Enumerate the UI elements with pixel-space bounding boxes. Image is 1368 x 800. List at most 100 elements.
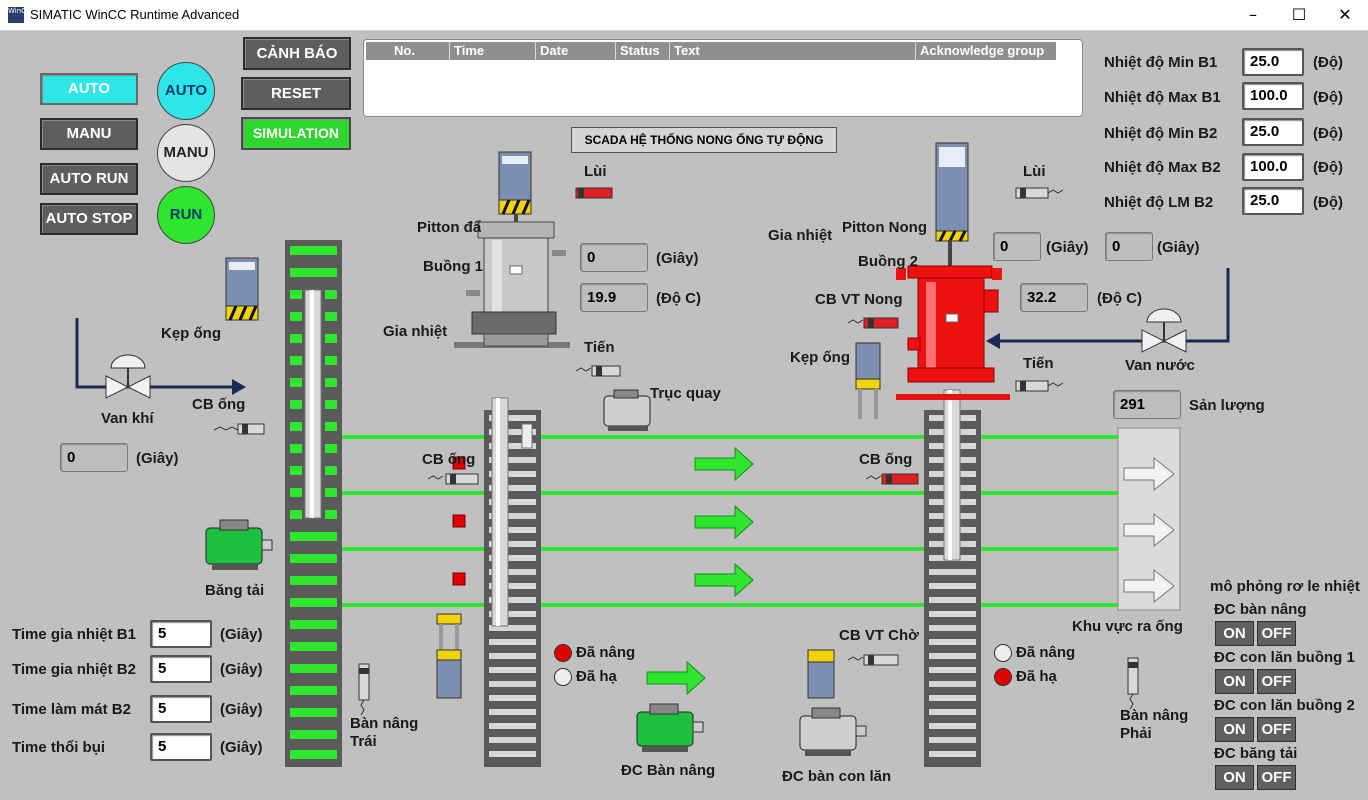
window-title: SIMATIC WinCC Runtime Advanced [30, 7, 240, 22]
relay-con-lan-1-off-button[interactable]: OFF [1257, 669, 1296, 694]
setpoint-min-b1-input[interactable]: 25.0 [1242, 48, 1304, 76]
timer-label: Time làm mát B2 [12, 701, 131, 718]
da-ha-lamp-2 [994, 668, 1012, 686]
setpoint-max-b1-input[interactable]: 100.0 [1242, 82, 1304, 110]
relay-ban-nang-off-button[interactable]: OFF [1257, 621, 1296, 646]
reset-button[interactable]: RESET [241, 77, 351, 110]
setpoint-max-b2-input[interactable]: 100.0 [1242, 153, 1304, 181]
manu-button[interactable]: MANU [40, 118, 138, 150]
setpoint-lm-b2-input[interactable]: 25.0 [1242, 187, 1304, 215]
auto-run-button[interactable]: AUTO RUN [40, 163, 138, 195]
lui-2-label: Lùi [1023, 163, 1046, 180]
relay-con-lan-2-on-button[interactable]: ON [1215, 717, 1254, 742]
time-lam-mat-b2-input[interactable]: 5 [150, 695, 212, 723]
alarm-col-date[interactable]: Date [536, 42, 616, 60]
buong-2-time2-field[interactable]: 0 [1105, 232, 1153, 261]
alarm-col-time[interactable]: Time [450, 42, 536, 60]
alarm-col-status[interactable]: Status [616, 42, 670, 60]
cylinder-pitton-day [498, 151, 532, 215]
buong-1-temp-unit: (Độ C) [656, 290, 701, 307]
da-ha-label-2: Đã hạ [1016, 668, 1057, 685]
relay-ban-nang-on-button[interactable]: ON [1215, 621, 1254, 646]
da-ha-lamp [554, 668, 572, 686]
sensor-lui-1 [575, 187, 613, 199]
close-icon[interactable]: ✕ [1338, 5, 1352, 24]
buong-1-time-unit: (Giây) [656, 250, 699, 267]
chamber-1 [454, 214, 570, 348]
motor-dc-ban-con-lan [799, 707, 867, 756]
san-luong-field[interactable]: 291 [1113, 390, 1181, 419]
time-gia-nhiet-b2-input[interactable]: 5 [150, 655, 212, 683]
buong-1-time-field[interactable]: 0 [580, 243, 648, 272]
setpoint-min-b2-input[interactable]: 25.0 [1242, 118, 1304, 146]
van-khi-timer-field[interactable]: 0 [60, 443, 128, 472]
setpoint-unit: (Độ) [1313, 89, 1343, 106]
setpoint-label: Nhiệt độ Min B1 [1104, 54, 1218, 71]
relay-bang-tai-off-button[interactable]: OFF [1257, 765, 1296, 790]
da-nang-label-2: Đã nâng [1016, 644, 1076, 661]
minimize-icon[interactable]: – [1249, 5, 1257, 24]
kep-ong-label: Kẹp ống [161, 325, 221, 342]
gia-nhiet-1-label: Gia nhiệt [383, 323, 448, 340]
da-nang-lamp-2 [994, 644, 1012, 662]
relay-con-lan-2-off-button[interactable]: OFF [1257, 717, 1296, 742]
relay-group-label: ĐC con lăn buồng 1 [1214, 649, 1355, 666]
buong-1-temp-field[interactable]: 19.9 [580, 283, 648, 312]
buong-2-temp-unit: (Độ C) [1097, 290, 1142, 307]
screen-title: SCADA HỆ THỐNG NONG ỐNG TỰ ĐỘNG [571, 127, 837, 153]
maximize-icon[interactable]: ☐ [1291, 5, 1307, 24]
buong-2-temp-field[interactable]: 32.2 [1020, 283, 1088, 312]
khu-vuc-ra-ong-label: Khu vực ra ống [1072, 618, 1183, 635]
buong-2-time2-unit: (Giây) [1157, 239, 1200, 256]
sensor-ban-nang-phai [1127, 657, 1139, 710]
alarm-view[interactable]: No. Time Date Status Text Acknowledge gr… [363, 39, 1083, 117]
tien-2-label: Tiến [1023, 355, 1054, 372]
sensor-cb-ong-right [865, 473, 919, 485]
setpoint-unit: (Độ) [1313, 125, 1343, 142]
chamber-2 [896, 240, 1010, 400]
auto-button[interactable]: AUTO [40, 73, 138, 105]
san-luong-label: Sản lượng [1189, 397, 1265, 414]
cb-vt-cho-label: CB VT Chờ [839, 627, 919, 644]
gia-nhiet-2-label: Gia nhiệt [768, 227, 833, 244]
timer-unit: (Giây) [220, 661, 263, 678]
alarm-col-text[interactable]: Text [670, 42, 916, 60]
setpoint-label: Nhiệt độ Min B2 [1104, 125, 1218, 142]
van-nuoc-label: Van nước [1125, 357, 1195, 374]
relay-bang-tai-on-button[interactable]: ON [1215, 765, 1254, 790]
air-line [75, 318, 246, 399]
buong-2-time1-field[interactable]: 0 [993, 232, 1041, 261]
pitton-nong-label: Pitton Nong [842, 219, 927, 236]
sensor-cb-ong-mid [427, 473, 479, 485]
timer-label: Time gia nhiệt B2 [12, 661, 136, 678]
cylinder-cb-vt-cho [807, 649, 835, 699]
cylinder-ban-nang-trai [436, 613, 462, 699]
time-thoi-bui-input[interactable]: 5 [150, 733, 212, 761]
sensor-lui-2 [1015, 187, 1064, 199]
relay-con-lan-1-on-button[interactable]: ON [1215, 669, 1254, 694]
tien-1-label: Tiến [584, 339, 615, 356]
auto-stop-button[interactable]: AUTO STOP [40, 203, 138, 235]
alarm-header: No. Time Date Status Text Acknowledge gr… [366, 42, 1056, 60]
cb-vt-nong-label: CB VT Nong [815, 291, 903, 308]
timer-unit: (Giây) [220, 626, 263, 643]
ban-nang-phai-label: Bàn nâng Phải [1120, 707, 1189, 742]
alarm-col-no[interactable]: No. [390, 42, 450, 60]
sensor-cb-vt-cho [847, 654, 899, 666]
transfer-lines [342, 435, 1118, 607]
tube-markers [452, 456, 466, 586]
flow-arrows [646, 446, 754, 696]
setpoint-unit: (Độ) [1313, 54, 1343, 71]
cylinder-kep-ong-left [225, 257, 259, 321]
canh-bao-button[interactable]: CẢNH BÁO [243, 37, 351, 70]
relay-group-label: ĐC băng tải [1214, 745, 1298, 762]
pitton-day-label: Pitton đẩy [417, 219, 481, 236]
cylinder-pitton-nong [935, 142, 969, 242]
cb-ong-mid-label: CB ống [422, 451, 476, 468]
left-conveyor [285, 240, 342, 767]
time-gia-nhiet-b1-input[interactable]: 5 [150, 620, 212, 648]
alarm-col-ack-group[interactable]: Acknowledge group [920, 43, 1045, 58]
water-line [986, 268, 1230, 353]
simulation-button[interactable]: SIMULATION [241, 117, 351, 150]
